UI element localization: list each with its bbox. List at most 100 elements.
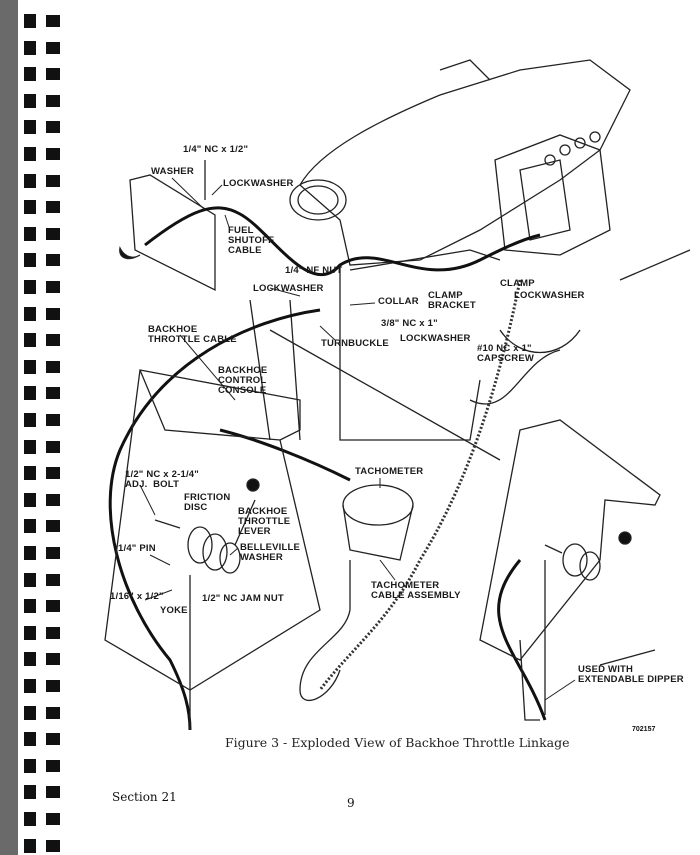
binding-ring [24,147,62,161]
binding-ring [24,492,62,507]
ring-segment [24,679,36,693]
ring-segment [24,466,36,481]
binding-ring [24,758,62,773]
ring-segment [46,600,60,613]
binding-ring [24,413,62,427]
ring-segment [24,546,36,560]
binding-ring [24,466,62,481]
binding-ring [24,306,62,321]
ring-segment [24,120,36,135]
label-lockwasher-top: LOCKWASHER [223,178,294,189]
ring-segment [46,360,60,373]
binding-ring [24,785,62,800]
label-bolt-38: 3/8" NC x 1" [381,318,438,329]
section-label: Section 21 [112,790,177,804]
ring-segment [24,758,36,773]
ring-segment [46,414,60,426]
binding-ring [24,599,62,614]
page-number: 9 [347,796,355,810]
label-belleville-washer: BELLEVILLE WASHER [240,542,301,563]
binding-ring [24,705,62,720]
label-turnbuckle: TURNBUCKLE [321,338,389,349]
label-lockwasher-clamp: LOCKWASHER [514,290,585,301]
ring-segment [24,492,36,507]
binding-ring [24,652,62,667]
label-tach-cable: TACHOMETER CABLE ASSEMBLY [371,580,461,601]
ring-segment [24,386,36,401]
ring-segment [46,573,60,586]
ring-segment [24,280,36,294]
binding-ring [24,838,62,853]
label-fuel-shutoff-cable: FUEL SHUTOFF CABLE [228,225,275,256]
ring-segment [46,680,60,692]
ring-segment [46,653,60,666]
binding-ring [24,280,62,294]
label-washer: WASHER [151,166,194,177]
ring-segment [24,519,36,534]
left-console-drawing [104,369,321,730]
label-bolt-quarter: 1/4" NC x 1/2" [183,144,249,155]
ring-segment [46,839,60,852]
binding-ring [24,359,62,374]
ring-segment [46,733,60,746]
ring-segment [46,41,60,54]
binding-ring [24,120,62,135]
page-edge-shadow [0,0,18,855]
ring-segment [24,173,36,188]
ring-segment [46,786,60,799]
binding-ring [24,173,62,188]
backhoe-throttle-cable [108,308,321,731]
ring-segment [46,227,60,240]
ring-segment [46,387,60,400]
ring-segment [24,93,36,108]
ring-segment [46,281,60,293]
binding-ring [24,14,62,28]
ring-segment [24,14,36,28]
ring-segment [46,520,60,533]
label-capscrew: #10 NC x 1" CAPSCREW [477,343,535,364]
label-pin: 1/4" PIN [118,543,156,554]
binding-ring [24,333,62,348]
binding-ring [24,439,62,454]
ring-segment [46,15,60,27]
ring-segment [24,439,36,454]
ring-segment [46,334,60,347]
label-friction-disc: FRICTION DISC [184,492,231,513]
binding-ring [24,572,62,587]
right-cable [497,559,547,721]
binding-ring [24,67,62,82]
binding-ring [24,200,62,215]
ring-segment [24,705,36,720]
ring-segment [46,201,60,214]
label-lockwasher-nut: LOCKWASHER [253,283,324,294]
label-extendable-dipper: USED WITH EXTENDABLE DIPPER [578,664,684,685]
label-yoke: YOKE [160,605,188,616]
binding-ring [24,40,62,55]
ring-segment [46,148,60,160]
binding-ring [24,93,62,108]
ring-segment [46,121,60,134]
ring-segment [46,493,60,506]
leader-lines [139,177,576,701]
ring-segment [24,359,36,374]
binding-ring [24,679,62,693]
binding-ring [24,226,62,241]
ring-segment [46,174,60,187]
label-control-console: BACKHOE CONTROL CONSOLE [218,365,268,396]
ring-segment [46,440,60,453]
ring-segment [24,67,36,82]
label-nf-nut: 1/4" NF NUT [285,265,343,276]
ring-segment [46,547,60,559]
ring-segment [24,40,36,55]
engine-drawing [249,59,691,461]
ring-segment [24,625,36,640]
binding-ring [24,519,62,534]
ring-segment [46,706,60,719]
ring-segment [46,94,60,107]
ring-segment [46,307,60,320]
ring-segment [46,254,60,267]
ring-segment [24,253,36,268]
label-lockwasher-bracket: LOCKWASHER [400,333,471,344]
ring-segment [24,226,36,241]
